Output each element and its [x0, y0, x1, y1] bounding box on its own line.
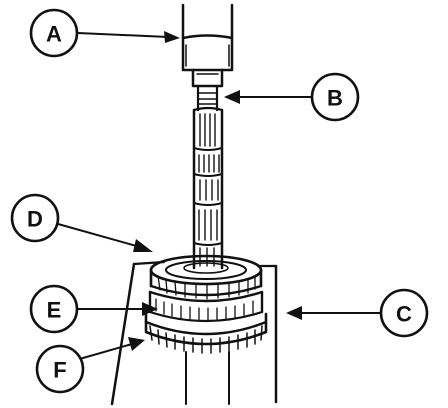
- callout-c: C: [379, 288, 429, 338]
- press-ram: [181, 3, 234, 88]
- callout-label-a: A: [46, 22, 62, 47]
- bearing: [149, 254, 263, 300]
- callout-f: F: [35, 344, 85, 394]
- callout-label-d: D: [27, 207, 43, 232]
- callout-label-f: F: [53, 358, 66, 383]
- large-gear: [144, 312, 268, 354]
- leader-lines: [57, 31, 381, 361]
- callout-label-c: C: [396, 302, 412, 327]
- callout-a: A: [29, 8, 79, 58]
- arrowhead-c: [286, 306, 302, 320]
- arrowhead-f: [128, 337, 145, 351]
- leader-line-d: [57, 223, 141, 248]
- callout-b: B: [310, 72, 360, 122]
- support-fixture: [110, 260, 278, 406]
- arrowhead-b: [224, 90, 240, 104]
- callout-d: D: [10, 193, 60, 243]
- arrowhead-d: [133, 239, 153, 252]
- arrowhead-e: [142, 302, 158, 316]
- callout-e: E: [29, 284, 79, 334]
- splined-shaft: [192, 84, 224, 270]
- callout-label-b: B: [327, 86, 343, 111]
- arrowhead-a: [164, 31, 180, 43]
- gear-stack: [148, 290, 264, 323]
- leader-line-f: [75, 343, 133, 361]
- callout-label-e: E: [47, 298, 62, 323]
- leader-line-a: [77, 32, 169, 38]
